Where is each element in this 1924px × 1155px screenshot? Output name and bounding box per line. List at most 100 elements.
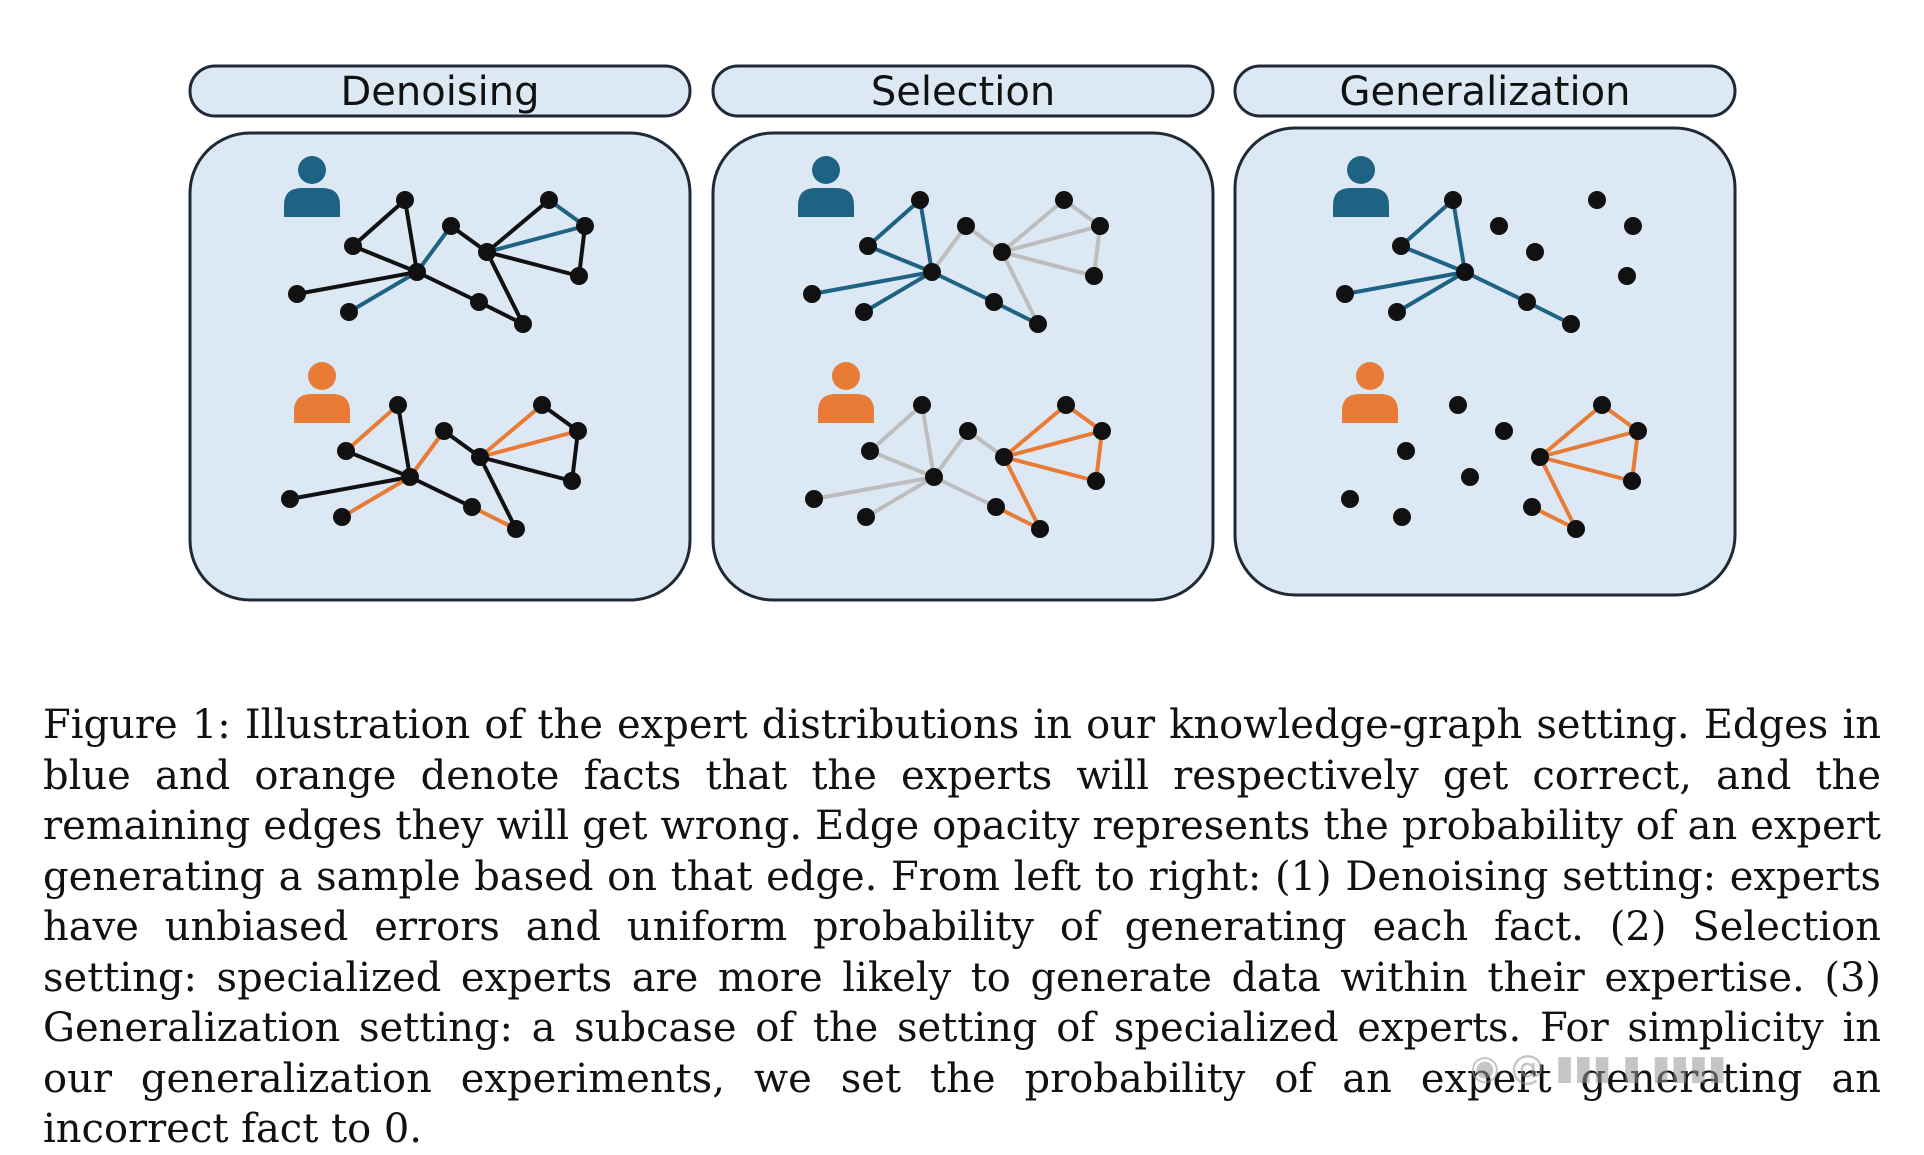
panel-title-box (1233, 64, 1737, 118)
denoising-bottom-node (471, 448, 489, 466)
generalization-bottom-node (1531, 448, 1549, 466)
panel-denoising: Denoising (188, 64, 692, 602)
selection-bottom-node (857, 508, 875, 526)
selection-bottom-node (1093, 422, 1111, 440)
graph-selection (798, 156, 1111, 538)
generalization-bottom-node (1567, 520, 1585, 538)
denoising-top-node (470, 293, 488, 311)
generalization-bottom-node (1461, 468, 1479, 486)
selection-top-edge (1000, 250, 1040, 326)
panel-body (188, 131, 692, 602)
generalization-top-node (1490, 217, 1508, 235)
selection-top-node (803, 285, 821, 303)
denoising-bottom-node (507, 520, 525, 538)
denoising-bottom-node (281, 490, 299, 508)
denoising-bottom-edge (396, 403, 412, 479)
generalization-bottom-edge (1538, 455, 1578, 531)
denoising-bottom-node (569, 422, 587, 440)
generalization-top-node (1456, 263, 1474, 281)
panel-title-box (711, 64, 1215, 118)
generalization-bottom-edge (1538, 403, 1604, 459)
user-icon (284, 156, 340, 217)
selection-bottom-node (913, 396, 931, 414)
selection-bottom-edge (1002, 455, 1098, 483)
denoising-top-edge (485, 250, 525, 326)
selection-top-node (985, 293, 1003, 311)
selection-bottom-edge (932, 475, 998, 509)
selection-bottom-node (995, 448, 1013, 466)
user-icon (798, 156, 854, 217)
selection-bottom-node (1057, 396, 1075, 414)
denoising-top-node (570, 267, 588, 285)
selection-bottom-edge (868, 449, 936, 479)
selection-top-node (1055, 191, 1073, 209)
denoising-top-node (340, 303, 358, 321)
denoising-top-node (344, 237, 362, 255)
user-icon (1342, 362, 1398, 423)
denoising-bottom-node (563, 472, 581, 490)
generalization-top-node (1444, 191, 1462, 209)
generalization-bottom-node (1449, 396, 1467, 414)
selection-bottom-edge (932, 429, 970, 479)
selection-top-edge (1000, 198, 1066, 254)
denoising-top-node (396, 191, 414, 209)
selection-bottom-edge (868, 403, 924, 453)
generalization-bottom-node (1393, 508, 1411, 526)
selection-top-edge (866, 198, 922, 248)
panel-body (1233, 126, 1737, 597)
selection-bottom-edge (1002, 429, 1104, 459)
generalization-top-node (1388, 303, 1406, 321)
denoising-top-node (442, 217, 460, 235)
generalization-top-edge (1399, 244, 1467, 274)
caption-text: Illustration of the expert distributions… (43, 702, 1881, 1152)
denoising-bottom-node (333, 508, 351, 526)
denoising-bottom-node (463, 498, 481, 516)
denoising-top-node (408, 263, 426, 281)
generalization-top-edge (1343, 270, 1467, 296)
selection-top-edge (810, 270, 934, 296)
selection-bottom-node (1087, 472, 1105, 490)
denoising-bottom-node (435, 422, 453, 440)
denoising-top-edge (485, 250, 581, 278)
generalization-top-edge (1463, 270, 1529, 304)
selection-bottom-node (959, 422, 977, 440)
panel-selection: Selection (711, 64, 1215, 602)
selection-bottom-edge (812, 475, 936, 501)
generalization-top-node (1618, 267, 1636, 285)
selection-top-edge (866, 244, 934, 274)
selection-top-node (1085, 267, 1103, 285)
generalization-top-node (1588, 191, 1606, 209)
generalization-bottom-node (1629, 422, 1647, 440)
denoising-top-edge (351, 198, 407, 248)
generalization-top-edge (1399, 198, 1455, 248)
selection-top-node (1091, 217, 1109, 235)
selection-top-node (1029, 315, 1047, 333)
selection-top-edge (930, 270, 996, 304)
caption-label: Figure 1: (43, 702, 231, 748)
generalization-bottom-node (1593, 396, 1611, 414)
panel-title: Generalization (1340, 69, 1631, 115)
panel-body (711, 131, 1215, 602)
selection-bottom-node (925, 468, 943, 486)
panel-title: Selection (871, 69, 1055, 115)
denoising-top-edge (415, 224, 453, 274)
generalization-bottom-node (1397, 442, 1415, 460)
generalization-top-node (1518, 293, 1536, 311)
selection-bottom-node (805, 490, 823, 508)
user-icon (818, 362, 874, 423)
denoising-bottom-node (533, 396, 551, 414)
generalization-bottom-node (1341, 490, 1359, 508)
panel-title-box (188, 64, 692, 118)
user-icon (1333, 156, 1389, 217)
denoising-bottom-edge (340, 475, 412, 519)
denoising-top-edge (415, 270, 481, 304)
panel-title: Denoising (340, 69, 539, 115)
graph-denoising (281, 156, 594, 538)
denoising-top-node (514, 315, 532, 333)
generalization-bottom-edge (1538, 429, 1640, 459)
selection-top-edge (1000, 224, 1102, 254)
selection-bottom-edge (1002, 455, 1042, 531)
denoising-bottom-edge (344, 403, 400, 453)
selection-bottom-edge (864, 475, 936, 519)
selection-top-node (957, 217, 975, 235)
